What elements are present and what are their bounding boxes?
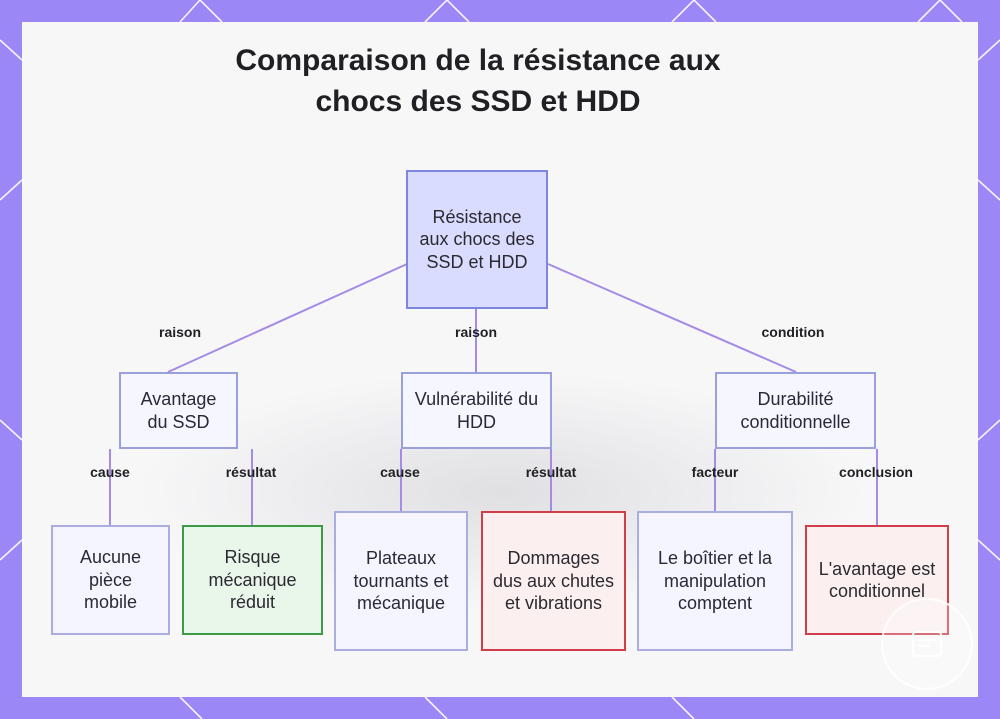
edge-label-ssd-result: résultat (225, 464, 277, 480)
diagram-title: Comparaison de la résistance aux chocs d… (235, 44, 721, 118)
edge-label-cond-conclusion: conclusion (839, 464, 913, 480)
edge-root-cond (547, 263, 797, 373)
case-handling-node: Le boîtier et la manipulation comptent (637, 511, 793, 651)
edge-label-hdd-result: résultat (525, 464, 577, 480)
edge-root-ssd (167, 263, 408, 373)
no-moving-part-node: Aucune pièce mobile (51, 525, 170, 635)
edge-label-raison-ssd: raison (158, 324, 202, 340)
edge-label-raison-hdd: raison (454, 324, 498, 340)
reduced-risk-node: Risque mécanique réduit (182, 525, 323, 635)
edge-label-condition: condition (761, 324, 825, 340)
edge-label-cond-factor: facteur (691, 464, 739, 480)
conditional-durability-node: Durabilité conditionnelle (715, 372, 876, 449)
edge-label-ssd-cause: cause (90, 464, 130, 480)
ssd-advantage-node: Avantage du SSD (119, 372, 238, 449)
spinning-platters-node: Plateaux tournants et mécanique (334, 511, 468, 651)
hdd-vulnerability-node: Vulnérabilité du HDD (401, 372, 552, 449)
root-node: Résistance aux chocs des SSD et HDD (406, 170, 548, 309)
drive-icon (912, 631, 942, 657)
drop-damage-node: Dommages dus aux chutes et vibrations (481, 511, 626, 651)
watermark-badge (881, 598, 973, 690)
edge-label-hdd-cause: cause (380, 464, 420, 480)
